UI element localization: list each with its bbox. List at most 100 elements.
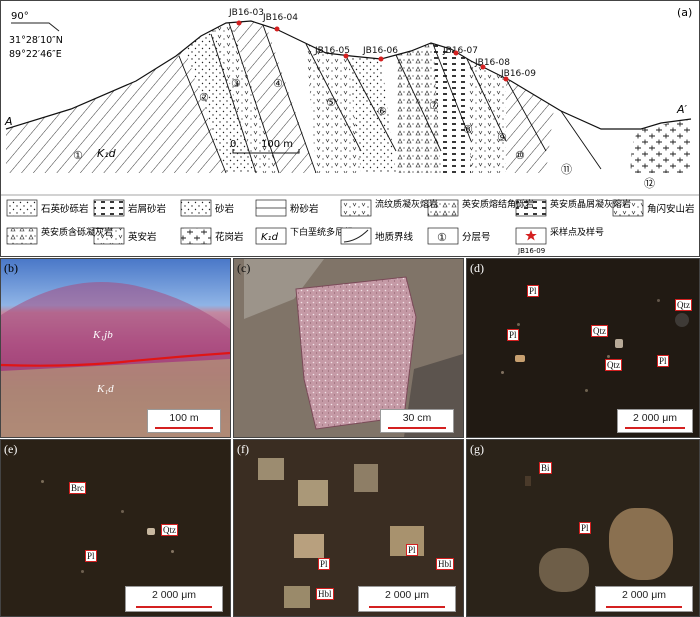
sample-points <box>236 20 509 82</box>
unit-upper-label: K₁jb <box>93 329 113 341</box>
mineral-label: Hbl <box>316 588 334 600</box>
svg-text:②: ② <box>199 91 209 104</box>
quartz-grain <box>147 528 155 535</box>
sample-label: JB16-04 <box>262 13 298 23</box>
svg-text:⑫: ⑫ <box>644 177 655 190</box>
north-label: 90° <box>11 11 29 22</box>
section-svg: 90° 31°28′10″N 89°22′46″E (a) <box>1 6 699 255</box>
panel-g-thin-section: (g) Bi Pl 2 000 μm <box>466 439 700 617</box>
mineral-label: Brc <box>69 482 86 494</box>
svg-text:石英砂砾岩: 石英砂砾岩 <box>41 203 89 215</box>
mineral-label: Pl <box>406 544 418 556</box>
svg-text:⑪: ⑪ <box>561 163 572 176</box>
sample-labels: JB16-03 JB16-04 JB16-05 JB16-06 JB16-07 … <box>228 8 536 79</box>
panel-g-label: (g) <box>470 442 484 456</box>
panel-a-cross-section: 90° 31°28′10″N 89°22′46″E (a) <box>0 0 700 257</box>
rock-specimen <box>295 276 417 430</box>
svg-text:砂岩: 砂岩 <box>215 203 234 215</box>
svg-text:0: 0 <box>230 139 236 150</box>
svg-text:⑦: ⑦ <box>429 99 439 112</box>
plagioclase-grain <box>539 548 589 592</box>
unit-label: K₁d <box>97 147 117 160</box>
mineral-label: Pl <box>579 522 591 534</box>
svg-text:采样点及样号: 采样点及样号 <box>550 226 604 238</box>
plagioclase-grain <box>515 355 525 362</box>
scale-bar: 100 m <box>147 409 221 433</box>
section-end-a-prime: A′ <box>676 103 688 116</box>
svg-text:下白垩统多尼组: 下白垩统多尼组 <box>290 226 353 238</box>
sample-label: JB16-06 <box>362 46 398 56</box>
svg-text:K₁d: K₁d <box>261 232 279 243</box>
mineral-label: Pl <box>657 355 669 367</box>
panel-d-label: (d) <box>470 261 484 275</box>
scale-bar: 2 000 μm <box>358 586 456 612</box>
svg-text:①: ① <box>73 149 83 162</box>
scale-bar: 2 000 μm <box>125 586 223 612</box>
layer-boundaries <box>178 22 602 174</box>
latitude-label: 31°28′10″N <box>9 35 63 46</box>
panel-f-label: (f) <box>237 442 249 456</box>
svg-text:英安质晶屑凝灰熔岩: 英安质晶屑凝灰熔岩 <box>550 198 631 210</box>
mineral-label: Qtz <box>675 299 692 311</box>
mineral-label: Qtz <box>161 524 178 536</box>
star-icon <box>525 230 537 241</box>
svg-text:角闪安山岩: 角闪安山岩 <box>647 203 695 215</box>
svg-text:英安岩: 英安岩 <box>128 231 157 243</box>
scale-bar: 30 cm <box>380 409 454 433</box>
svg-text:⑥: ⑥ <box>377 105 387 118</box>
svg-text:③: ③ <box>231 77 241 90</box>
svg-text:⑨: ⑨ <box>497 131 507 144</box>
layer-numbers: ① ② ③ ④ ⑤ ⑥ ⑦ ⑧ ⑨ ⑩ ⑪ ⑫ <box>73 77 655 190</box>
longitude-label: 89°22′46″E <box>9 49 62 60</box>
mineral-label: Pl <box>318 558 330 570</box>
panel-b-label: (b) <box>4 261 18 275</box>
svg-text:地质界线: 地质界线 <box>375 231 414 243</box>
svg-text:⑧: ⑧ <box>463 123 473 136</box>
sample-label: JB16-03 <box>228 8 264 18</box>
panel-c-label: (c) <box>237 261 251 275</box>
mineral-label: Bi <box>539 462 552 474</box>
svg-text:⑤: ⑤ <box>326 96 336 109</box>
quartz-grain <box>615 339 623 348</box>
mineral-label: Pl <box>527 285 539 297</box>
panel-e-label: (e) <box>4 442 18 456</box>
svg-text:①: ① <box>437 231 447 244</box>
sample-label: JB16-09 <box>500 69 536 79</box>
svg-text:分层号: 分层号 <box>462 232 491 243</box>
mineral-label: Qtz <box>605 359 622 371</box>
sample-label: JB16-07 <box>442 46 478 56</box>
mineral-label: Hbl <box>436 558 454 570</box>
sample-label: JB16-05 <box>314 46 350 56</box>
svg-text:花岗岩: 花岗岩 <box>215 231 244 243</box>
svg-text:粉砂岩: 粉砂岩 <box>290 203 319 215</box>
unit-lower-label: K₁d <box>97 383 114 395</box>
plagioclase-grain <box>609 508 673 580</box>
panel-c-hand-specimen: (c) 30 cm <box>233 258 464 438</box>
scale-bar <box>232 149 300 154</box>
panel-a-label: (a) <box>677 6 692 19</box>
section-end-a: A <box>4 115 13 128</box>
svg-text:100 m: 100 m <box>261 139 293 150</box>
mineral-label: Pl <box>507 329 519 341</box>
sample-label: JB16-08 <box>474 58 510 68</box>
svg-text:④: ④ <box>273 77 283 90</box>
svg-text:流纹质凝灰熔岩: 流纹质凝灰熔岩 <box>375 198 438 210</box>
panel-e-thin-section: (e) Brc Qtz Pl 2 000 μm <box>0 439 231 617</box>
hornblende-grain <box>284 586 310 608</box>
mineral-label: Pl <box>85 550 97 562</box>
svg-text:岩屑砂岩: 岩屑砂岩 <box>128 203 166 215</box>
panel-d-thin-section: (d) Pl Pl Qtz Qtz Qtz Pl 2 000 μm <box>466 258 700 438</box>
panel-f-thin-section: (f) Pl Pl Hbl Hbl 2 000 μm <box>233 439 464 617</box>
formation-boundary <box>1 351 230 367</box>
svg-text:JB16-09: JB16-09 <box>517 247 545 255</box>
svg-text:⑩: ⑩ <box>515 149 525 162</box>
biotite-grain <box>525 476 531 486</box>
mineral-label: Qtz <box>591 325 608 337</box>
scale-bar: 2 000 μm <box>595 586 693 612</box>
panel-b-field-photo: (b) K₁jb K₁d 100 m <box>0 258 231 438</box>
north-arrow-icon <box>11 22 60 32</box>
legend-row-2: 英安质含砾凝灰岩 英安岩 花岗岩 K₁d 下白垩统多尼组 地质界线 ① 分层号 … <box>6 226 604 255</box>
plagioclase-grain <box>294 534 324 558</box>
legend-row-1: 石英砂砾岩 岩屑砂岩 砂岩 粉砂岩 流纹质凝灰熔岩 英安质熔结角砾岩 英安质晶屑… <box>6 198 695 217</box>
